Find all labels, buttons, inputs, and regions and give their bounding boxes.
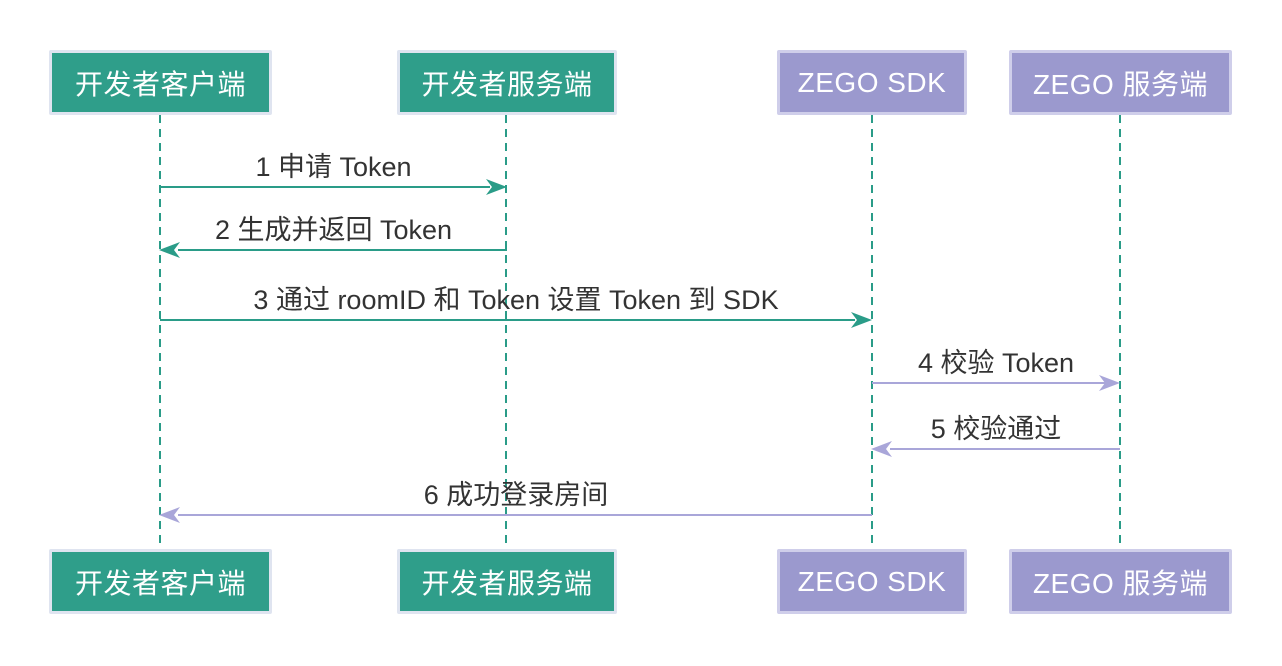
actor-zego-sdk-bottom: ZEGO SDK	[777, 549, 967, 614]
message-2-label: 2 生成并返回 Token	[214, 215, 453, 245]
lifeline-dev-client	[159, 115, 161, 550]
actor-label: 开发者服务端	[421, 68, 593, 100]
actor-label: ZEGO 服务端	[1032, 68, 1209, 100]
arrow-right-icon	[851, 312, 872, 328]
actor-label: 开发者客户端	[74, 567, 246, 599]
message-5-label: 5 校验通过	[930, 414, 1062, 444]
arrow-left-icon	[159, 507, 180, 523]
actor-dev-server-top: 开发者服务端	[397, 50, 617, 115]
message-1-line	[160, 186, 490, 188]
message-3-line	[160, 319, 855, 321]
actor-dev-server-bottom: 开发者服务端	[397, 549, 617, 614]
actor-label: ZEGO SDK	[797, 565, 947, 597]
actor-label: ZEGO SDK	[797, 66, 947, 98]
actor-dev-client-bottom: 开发者客户端	[49, 549, 272, 614]
actor-dev-client-top: 开发者客户端	[49, 50, 272, 115]
arrow-right-icon	[1099, 375, 1120, 391]
lifeline-dev-server	[505, 115, 507, 550]
message-6-line	[178, 514, 872, 516]
message-1-label: 1 申请 Token	[255, 152, 412, 182]
actor-zego-server-top: ZEGO 服务端	[1009, 50, 1232, 115]
message-3-label: 3 通过 roomID 和 Token 设置 Token 到 SDK	[253, 285, 779, 315]
message-6-label: 6 成功登录房间	[423, 480, 609, 510]
lifeline-zego-server	[1119, 115, 1121, 550]
message-5-line	[890, 448, 1120, 450]
arrow-left-icon	[159, 242, 180, 258]
message-2-line	[178, 249, 507, 251]
message-4-label: 4 校验 Token	[917, 348, 1075, 378]
lifeline-zego-sdk	[871, 115, 873, 550]
message-4-line	[872, 382, 1105, 384]
actor-label: 开发者服务端	[421, 567, 593, 599]
actor-zego-sdk-top: ZEGO SDK	[777, 50, 967, 115]
arrow-left-icon	[871, 441, 892, 457]
actor-label: 开发者客户端	[74, 68, 246, 100]
actor-label: ZEGO 服务端	[1032, 567, 1209, 599]
actor-zego-server-bottom: ZEGO 服务端	[1009, 549, 1232, 614]
arrow-right-icon	[486, 179, 507, 195]
